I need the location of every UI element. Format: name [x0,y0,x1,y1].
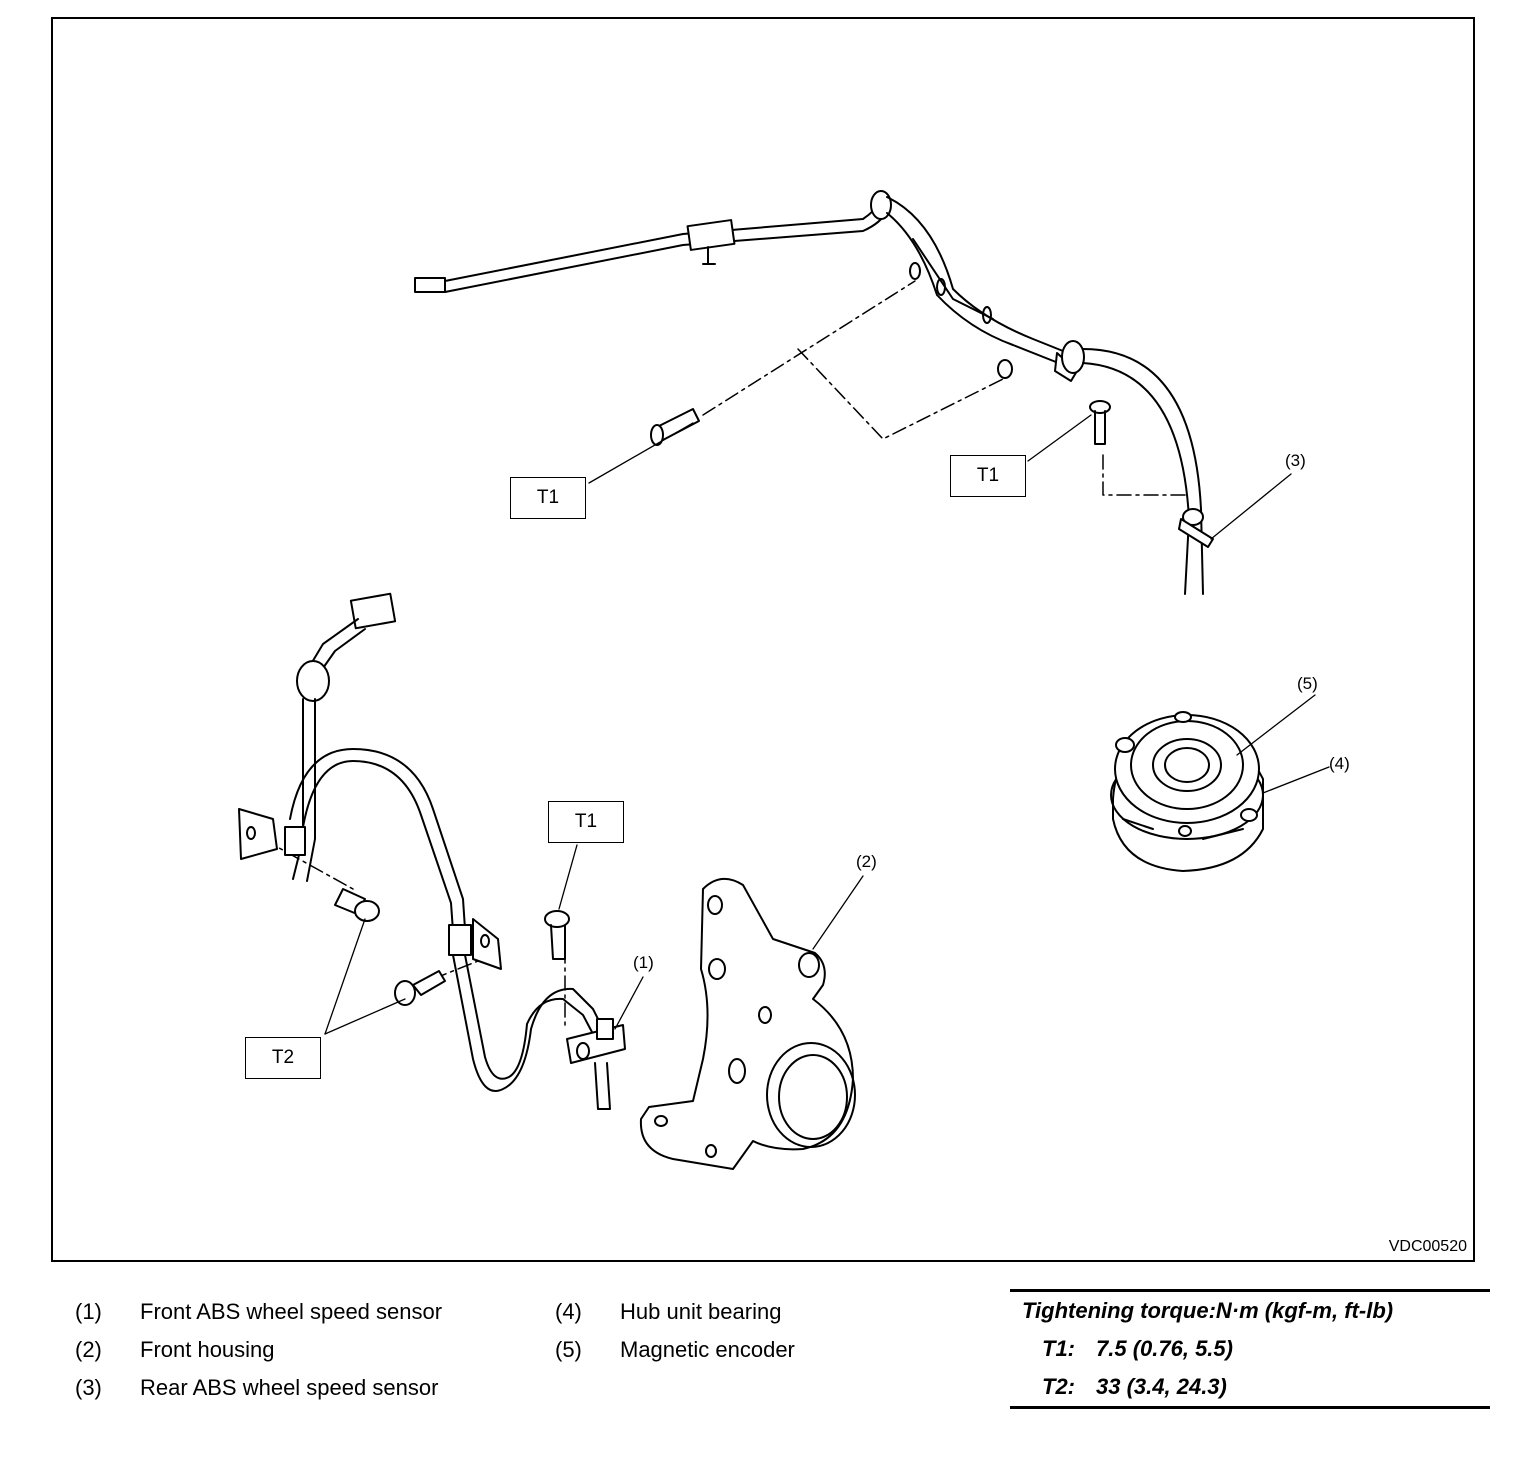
torque-callout-t1: T1 [548,801,624,843]
legend-item: (3) Rear ABS wheel speed sensor [75,1369,442,1407]
legend-number: (4) [555,1299,582,1324]
torque-callout-t1: T1 [950,455,1026,497]
ref-number-5: (5) [1297,674,1318,693]
bolt-rear-sensor [1089,400,1111,445]
torque-table-title: Tightening torque:N·m (kgf-m, ft-lb) [1022,1298,1394,1323]
legend-item: (1) Front ABS wheel speed sensor [75,1293,442,1331]
torque-callout-t1: T1 [510,477,586,519]
ref-number-3: (3) [1285,451,1306,470]
torque-row: T2: 33 (3.4, 24.3) [1010,1368,1490,1406]
torque-value: 7.5 (0.76, 5.5) [1096,1336,1233,1361]
legend-column-left: (1) Front ABS wheel speed sensor (2) Fro… [75,1293,442,1407]
bolt-front-lower [394,970,446,1006]
parts-drawing [238,190,1330,1170]
legend-label: Magnetic encoder [620,1337,795,1362]
bolt-rear-upper [650,408,700,446]
figure-id: VDC00520 [1388,1238,1467,1255]
torque-value: 33 (3.4, 24.3) [1096,1374,1227,1399]
bolt-front-upper [334,888,380,922]
ref-number-1: (1) [633,953,654,972]
front-abs-sensor-harness [238,592,626,1110]
ref-number-4: (4) [1329,754,1350,773]
ref-number-2: (2) [856,852,877,871]
legend-label: Front ABS wheel speed sensor [140,1299,443,1324]
legend-item: (5) Magnetic encoder [555,1331,795,1369]
legend-label: Front housing [140,1337,275,1362]
legend-number: (2) [75,1337,102,1362]
exploded-diagram: T1 T1 T1 T2 (1) (2) (3) (4) (5) VDC00520 [51,17,1475,1262]
rear-abs-sensor-harness [414,190,1214,595]
legend-label: Rear ABS wheel speed sensor [140,1375,439,1400]
legend-label: Hub unit bearing [620,1299,782,1324]
hub-unit-bearing [1110,711,1264,872]
legend-item: (2) Front housing [75,1331,442,1369]
legend-number: (3) [75,1375,102,1400]
legend-number: (1) [75,1299,102,1324]
torque-row: T1: 7.5 (0.76, 5.5) [1010,1330,1490,1368]
legend-item: (4) Hub unit bearing [555,1293,795,1331]
bolt-front-sensor [544,910,570,960]
torque-callout-t2: T2 [245,1037,321,1079]
legend-number: (5) [555,1337,582,1362]
leader-lines [324,414,1330,1035]
torque-table: Tightening torque:N·m (kgf-m, ft-lb) T1:… [1010,1289,1490,1409]
legend-column-right: (4) Hub unit bearing (5) Magnetic encode… [555,1293,795,1369]
front-housing [639,878,856,1170]
torque-key: T2: [1042,1374,1075,1399]
torque-key: T1: [1042,1336,1075,1361]
